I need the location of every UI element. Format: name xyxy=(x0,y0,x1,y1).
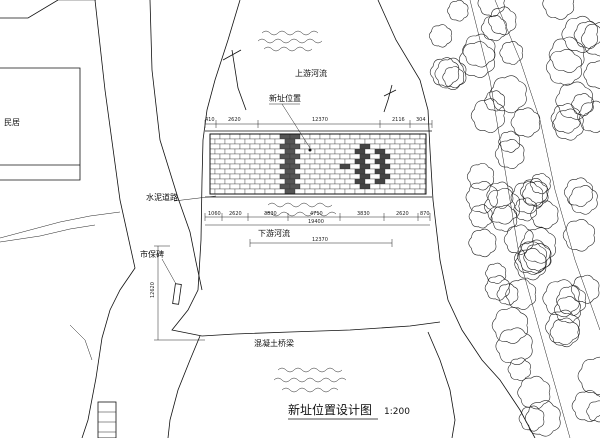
label-heritage-stele: 市保碑 xyxy=(140,249,164,259)
label-upstream-river: 上游河流 xyxy=(295,68,327,78)
dim-bottom-1: 1060 xyxy=(208,211,221,217)
dimension-top: 410 2620 12370 2116 304 xyxy=(204,117,433,128)
dim-lower-total: 12370 xyxy=(312,237,328,243)
dim-top-4: 2116 xyxy=(392,117,405,123)
dim-top-5: 304 xyxy=(416,117,426,123)
drawing-scale: 1:200 xyxy=(384,407,410,417)
dim-bottom-4: 4710 xyxy=(310,211,323,217)
river-banks xyxy=(167,0,536,438)
label-downstream-river: 下游河流 xyxy=(258,228,290,238)
dim-bottom-6: 2620 xyxy=(396,211,409,217)
dim-bottom-7: 870 xyxy=(420,211,430,217)
heritage-stele xyxy=(161,258,182,305)
dim-top-2: 2620 xyxy=(228,117,241,123)
bridge-deck xyxy=(205,130,432,198)
dim-bottom-2: 2620 xyxy=(229,211,242,217)
drawing-title: 新址位置设计图 xyxy=(288,402,372,417)
water-symbols xyxy=(257,30,347,393)
label-residence: 民居 xyxy=(4,118,20,127)
label-concrete-bridge: 混凝土桥梁 xyxy=(254,338,294,348)
road-edges xyxy=(0,0,203,438)
label-cement-road: 水泥道路 xyxy=(146,192,178,202)
dim-bottom-3: 3830 xyxy=(264,211,277,217)
leader-lines xyxy=(173,103,311,202)
tree-symbols xyxy=(429,0,600,438)
dimension-bottom: 1060 2620 3830 4710 3830 2620 870 19400 … xyxy=(204,211,431,247)
dimension-vertical: 12620 xyxy=(150,245,205,341)
building-outlines xyxy=(0,0,96,181)
dim-bottom-5: 3830 xyxy=(357,211,370,217)
stairs xyxy=(97,401,117,438)
dim-bottom-total: 19400 xyxy=(308,219,324,225)
label-new-site: 新址位置 xyxy=(269,93,301,103)
dim-vertical: 12620 xyxy=(150,282,156,298)
dim-top-3: 12370 xyxy=(312,117,328,123)
dim-top-1: 410 xyxy=(205,117,215,123)
